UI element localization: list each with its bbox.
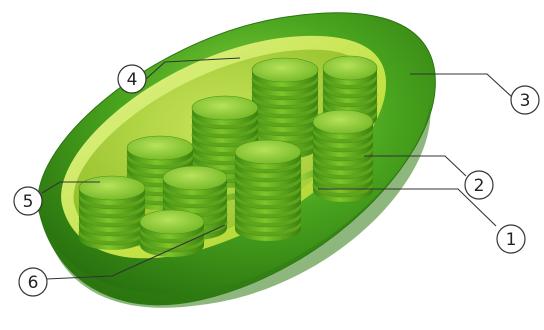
callout-3: 3 [511,86,539,114]
thylakoid-disc-top [252,58,318,82]
callout-4-label: 4 [127,70,138,90]
thylakoid-disc-top [163,166,227,190]
callout-3-label: 3 [520,91,531,111]
thylakoid-disc-top [323,56,377,80]
thylakoid-disc-top [127,136,193,160]
callout-4: 4 [118,65,146,93]
callout-6-label: 6 [28,273,39,293]
callout-2: 2 [465,171,493,199]
granum-stack [79,176,145,250]
thylakoid-disc-top [313,110,373,134]
granum-stack [235,140,301,241]
thylakoid-disc-top [192,96,258,120]
callout-6: 6 [19,268,47,296]
callout-1: 1 [497,225,525,253]
granum-stack [140,210,204,257]
callout-1-label: 1 [506,230,517,250]
thylakoid-disc-top [140,210,204,234]
callout-2-label: 2 [474,176,485,196]
callout-5-label: 5 [23,192,34,212]
callout-5: 5 [14,187,42,215]
thylakoid-disc-top [235,140,301,164]
thylakoid-disc-top [79,176,145,200]
